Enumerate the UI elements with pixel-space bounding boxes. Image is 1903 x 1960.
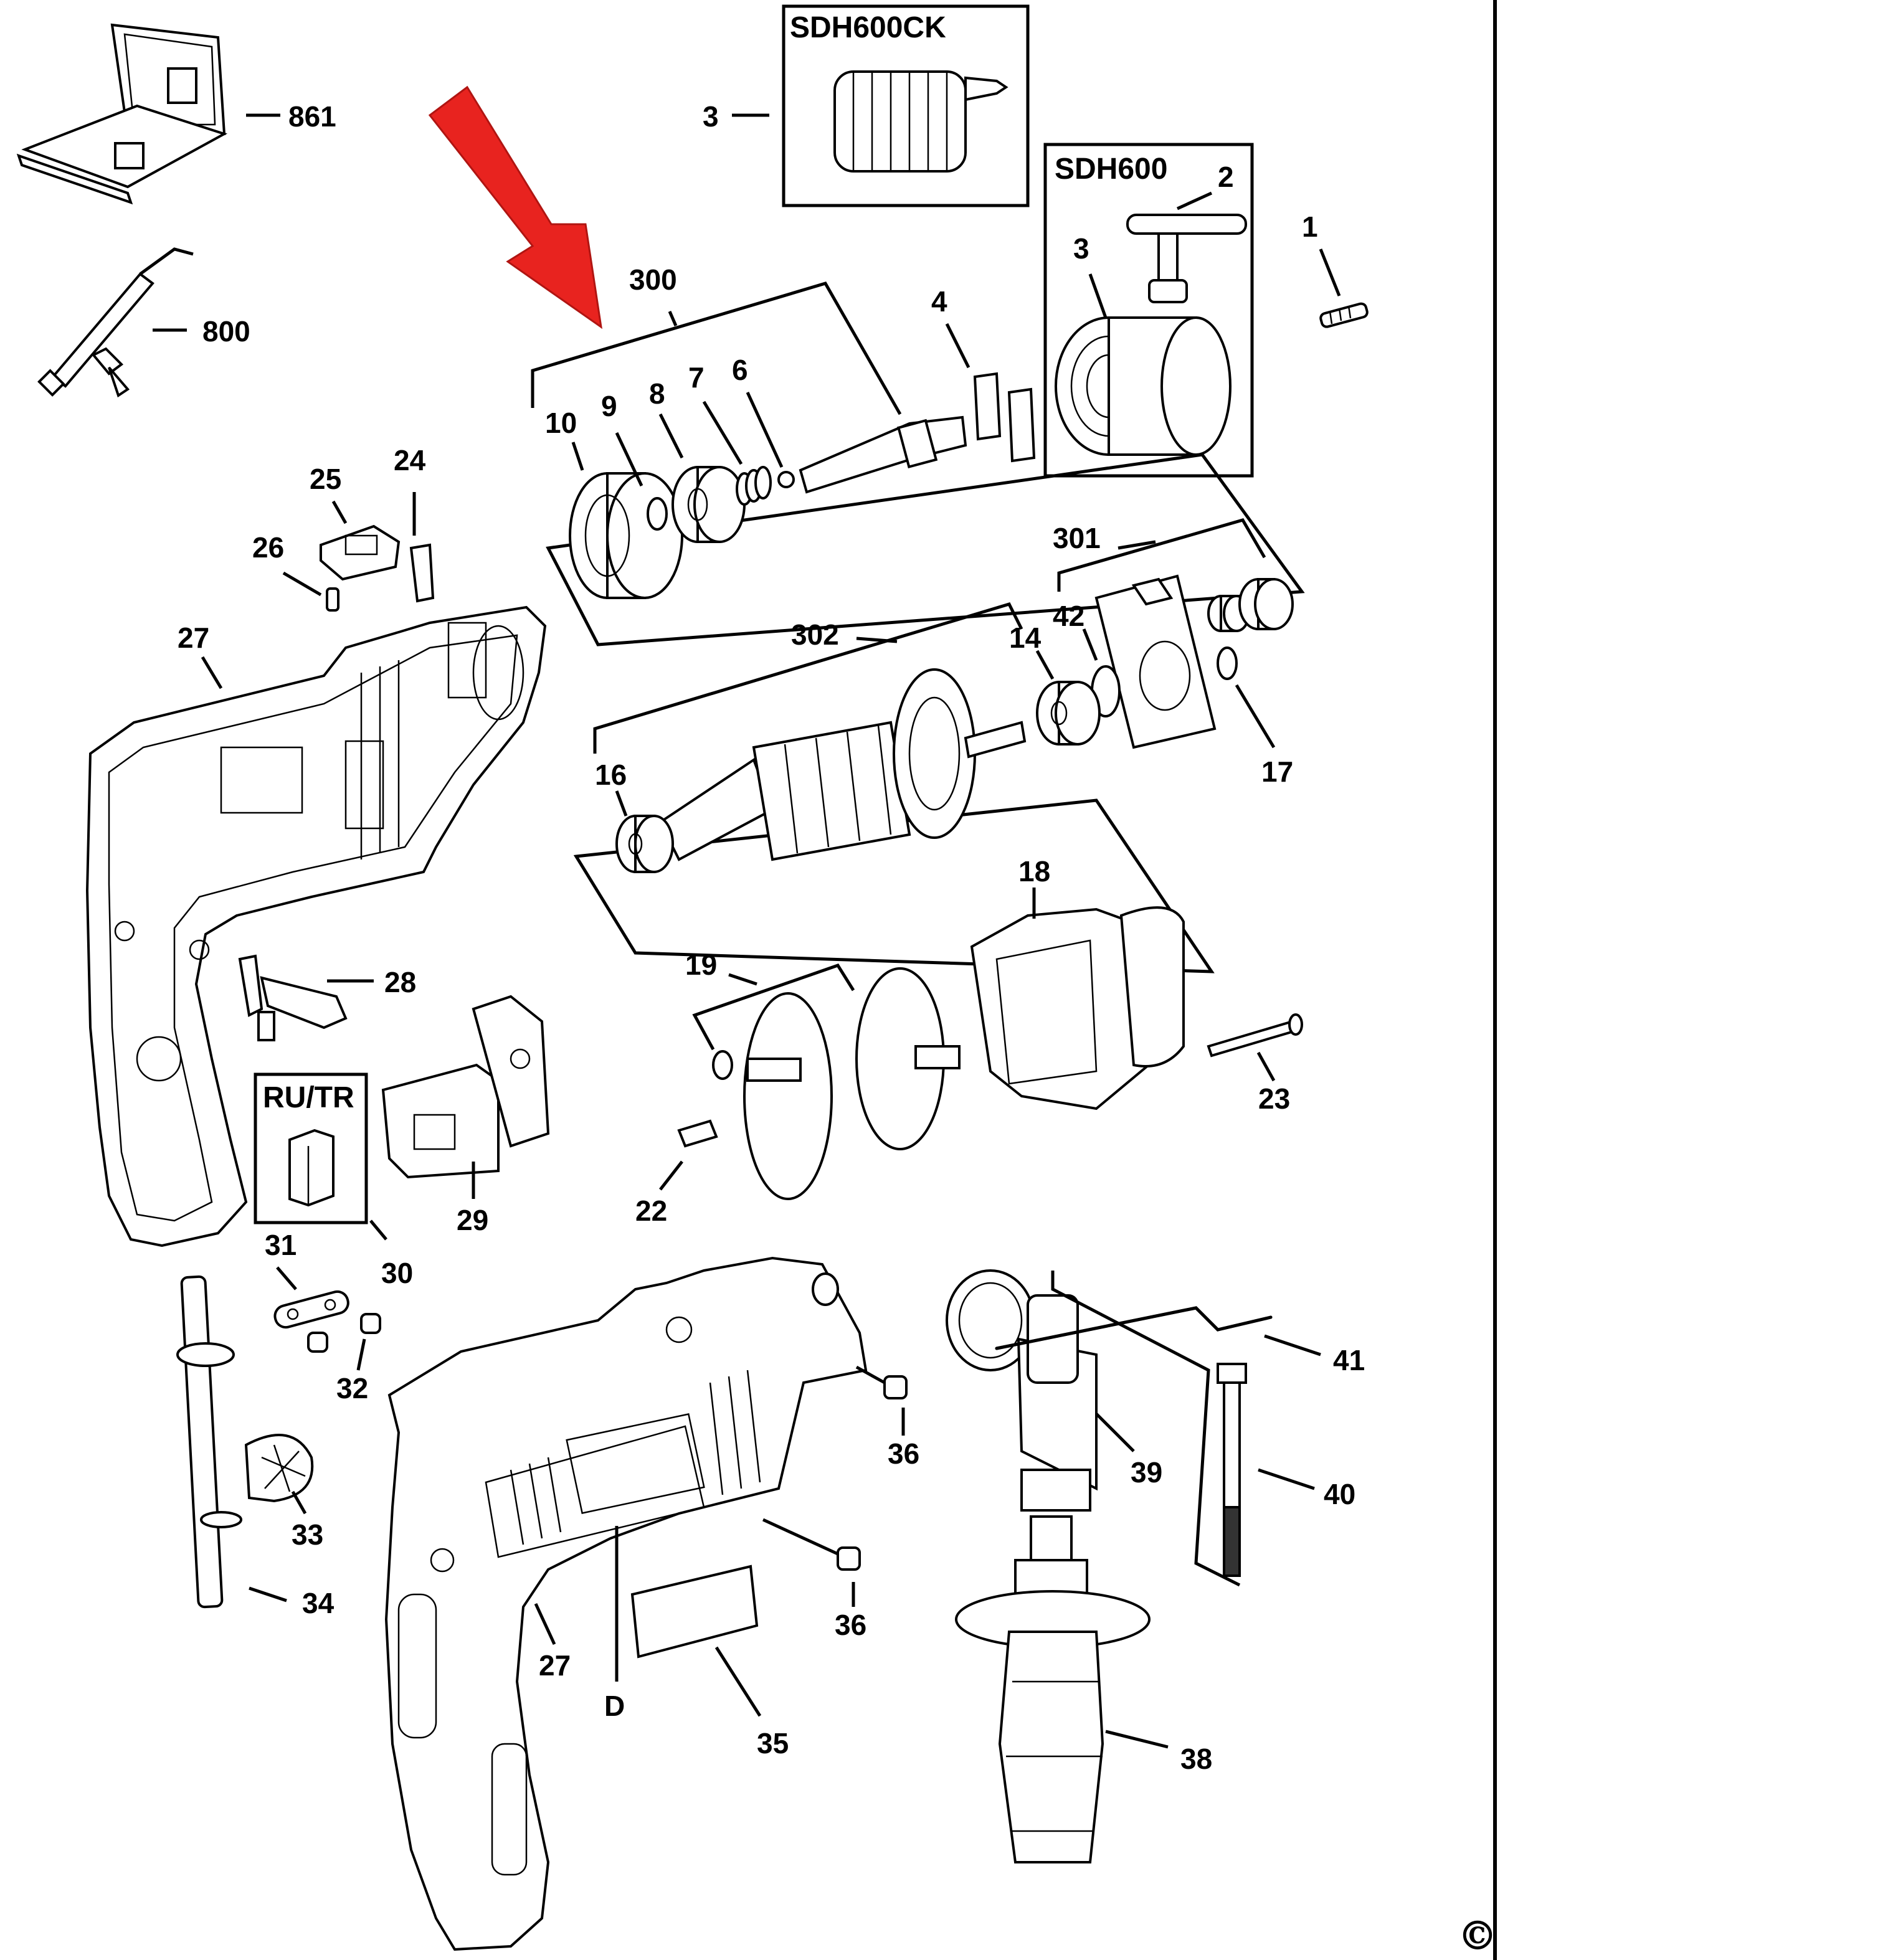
part-label-24: 24 <box>394 444 426 476</box>
bearing-8-icon <box>672 466 746 543</box>
part-label-33: 33 <box>292 1518 323 1551</box>
part-label-16: 16 <box>595 759 627 791</box>
screws-32-icon <box>307 1313 381 1353</box>
depth-rod-34-icon <box>176 1275 242 1609</box>
part-label-301: 301 <box>1053 522 1101 554</box>
ru-tr-title: RU/TR <box>263 1081 354 1114</box>
bracket-33-icon <box>244 1434 314 1503</box>
part-label-2: 2 <box>1218 161 1234 193</box>
part-label-861: 861 <box>288 100 336 133</box>
lever-28-icon <box>238 954 348 1041</box>
housing-half-icon <box>85 605 547 1247</box>
part-label-10: 10 <box>545 407 577 439</box>
sdh600-title: SDH600 <box>1055 153 1167 186</box>
carbon-brush-icon <box>288 1129 335 1207</box>
circlip-9-icon <box>647 497 668 531</box>
sdh600-box <box>1043 143 1254 478</box>
switch-29-icon <box>381 995 550 1179</box>
bracket-302 <box>593 602 1023 754</box>
part-label-36-upper: 36 <box>888 1437 919 1470</box>
part-label-300: 300 <box>629 263 677 296</box>
spring-7-icon <box>736 466 772 506</box>
spring-clip-24-icon <box>409 543 435 603</box>
bracket-39-41 <box>1051 1271 1241 1587</box>
part-label-26: 26 <box>252 531 284 564</box>
part-label-9: 9 <box>601 390 617 422</box>
part-label-27-housing: 27 <box>178 622 209 654</box>
stator-icon <box>970 906 1185 1110</box>
part-label-40: 40 <box>1324 1478 1355 1510</box>
part-label-18: 18 <box>1018 855 1050 888</box>
gear-10-icon <box>569 472 683 599</box>
chuck-key-icon <box>1126 214 1247 303</box>
pin-26-icon <box>326 587 339 612</box>
screw-icon <box>1319 302 1369 328</box>
bearing-16-icon <box>615 815 674 873</box>
part-label-3-keyed: 3 <box>1073 232 1089 265</box>
part-label-36-lower: 36 <box>835 1609 866 1641</box>
armature-icon <box>658 668 1027 861</box>
part-label-8: 8 <box>649 377 665 410</box>
part-label-35: 35 <box>757 1727 789 1759</box>
part-label-29: 29 <box>457 1204 488 1236</box>
part-label-6: 6 <box>732 354 748 386</box>
nut-301-icon <box>1238 578 1294 630</box>
sdh600ck-title: SDH600CK <box>790 11 946 44</box>
part-label-27-drill: 27 <box>539 1649 571 1682</box>
brush-holder-plate-icon <box>677 967 961 1200</box>
part-label-34: 34 <box>302 1587 335 1619</box>
spindle-shaft-icon <box>799 415 967 494</box>
label-plate-35-icon <box>630 1565 759 1659</box>
part-label-42: 42 <box>1053 600 1084 632</box>
bearing-14-icon <box>1036 681 1101 746</box>
gearcase-plate-icon <box>1094 574 1217 749</box>
part-label-19: 19 <box>685 949 717 981</box>
keyed-chuck-icon <box>1055 316 1231 456</box>
part-label-30: 30 <box>381 1257 413 1289</box>
part-label-3-ck: 3 <box>703 100 719 133</box>
part-label-28: 28 <box>384 966 416 998</box>
part-label-17: 17 <box>1261 755 1293 788</box>
part-label-38: 38 <box>1180 1743 1212 1775</box>
part-label-22: 22 <box>635 1195 667 1227</box>
keyless-chuck-icon <box>833 70 1008 173</box>
part-label-25: 25 <box>310 463 341 495</box>
switch-button-25-icon <box>320 524 401 581</box>
part-label-31: 31 <box>265 1229 297 1261</box>
part-label-7: 7 <box>688 361 705 394</box>
hook-tool-icon <box>37 247 194 398</box>
part-label-D: D <box>604 1690 625 1722</box>
depth-rod-41-icon <box>995 1306 1273 1350</box>
part-label-800: 800 <box>202 315 250 348</box>
bearing-17-icon <box>1217 646 1238 680</box>
clamp-31-icon <box>273 1290 349 1329</box>
ru-tr-box <box>254 1072 368 1224</box>
carrying-case-icon <box>16 23 228 205</box>
handle-clamp-39-icon <box>946 1269 1098 1512</box>
screws-36-icon <box>837 1375 908 1571</box>
part-label-32: 32 <box>336 1372 368 1404</box>
long-screw-icon <box>1207 1013 1303 1058</box>
part-label-39: 39 <box>1131 1456 1162 1489</box>
part-label-302: 302 <box>791 618 839 651</box>
ball-6-icon <box>777 471 795 488</box>
bracket-300 <box>531 282 902 415</box>
part-label-1: 1 <box>1302 211 1318 243</box>
bolt-40-icon <box>1217 1363 1247 1577</box>
red-pointer-arrow <box>428 85 603 329</box>
part-label-41: 41 <box>1333 1344 1365 1376</box>
part-label-4: 4 <box>931 285 947 318</box>
part-label-23: 23 <box>1258 1082 1290 1115</box>
assembled-drill-icon <box>384 1256 868 1951</box>
sdh600ck-box <box>782 4 1030 207</box>
region-outline-300 <box>546 453 1305 646</box>
bracket-19 <box>692 963 855 1051</box>
copyright-mark: © <box>1458 1913 1497 1959</box>
side-handle-38-icon <box>955 1515 1151 1863</box>
part-label-14: 14 <box>1009 622 1042 654</box>
spacer-4-icon <box>973 372 1036 463</box>
bracket-301 <box>1057 518 1266 592</box>
